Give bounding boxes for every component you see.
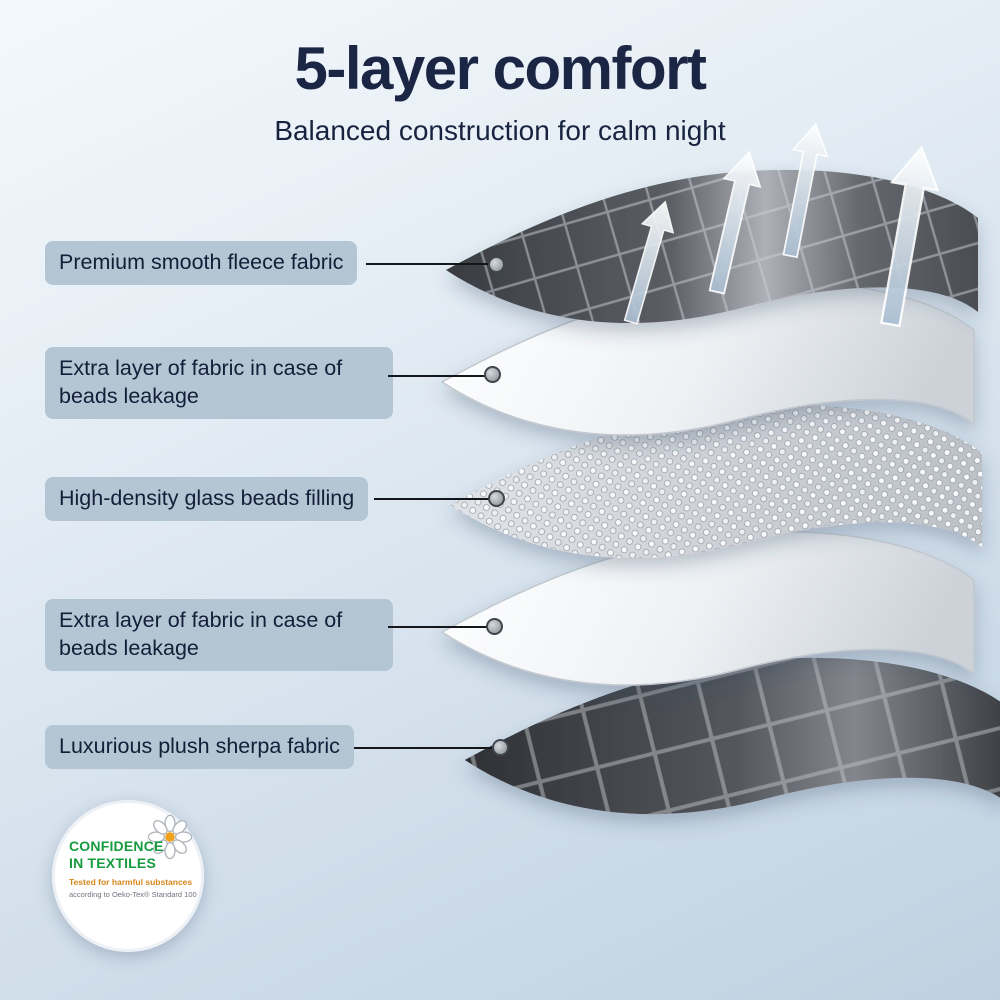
oeko-tex-badge: CONFIDENCE IN TEXTILES Tested for harmfu… bbox=[52, 800, 204, 952]
badge-in-textiles-line: IN TEXTILES bbox=[69, 854, 156, 871]
oeko-tex-flower-icon bbox=[147, 814, 193, 860]
connector-line-sherpa bbox=[354, 747, 500, 749]
layer-inner-fabric-lower-shape bbox=[441, 531, 975, 686]
connector-line-inner-fabric-upper bbox=[388, 375, 492, 377]
page-title: 5-layer comfort bbox=[294, 35, 707, 102]
badge-tested-line: Tested for harmful substances bbox=[69, 877, 193, 888]
page-subtitle: Balanced construction for calm night bbox=[274, 115, 726, 146]
layer-glass-beads-shape bbox=[450, 404, 982, 559]
callout-fleece: Premium smooth fleece fabric bbox=[45, 241, 358, 285]
callout-sherpa: Luxurious plush sherpa fabric bbox=[45, 725, 354, 769]
layer-anchor-dot-inner-fabric-lower bbox=[486, 618, 503, 635]
callout-label: Luxurious plush sherpa fabric bbox=[59, 734, 340, 758]
callout-label: Premium smooth fleece fabric bbox=[59, 250, 344, 274]
callout-glass-beads: High-density glass beads filling bbox=[45, 477, 369, 521]
connector-line-glass-beads bbox=[374, 498, 496, 500]
connector-line-fleece bbox=[366, 263, 496, 265]
layer-anchor-dot-fleece bbox=[488, 256, 505, 273]
connector-line-inner-fabric-lower bbox=[388, 626, 494, 628]
callout-inner-fabric-lower: Extra layer of fabric in case of beads l… bbox=[45, 599, 393, 671]
badge-confidence-line: CONFIDENCE bbox=[69, 838, 164, 854]
callout-inner-fabric-upper: Extra layer of fabric in case of beads l… bbox=[45, 347, 393, 419]
layer-sherpa-shape bbox=[464, 657, 1000, 815]
callout-label: Extra layer of fabric in case of beads l… bbox=[59, 608, 343, 660]
layer-anchor-dot-inner-fabric-upper bbox=[484, 366, 501, 383]
heading: 5-layer comfort Balanced construction fo… bbox=[0, 34, 1000, 147]
layer-anchor-dot-glass-beads bbox=[488, 490, 505, 507]
callout-label: Extra layer of fabric in case of beads l… bbox=[59, 356, 343, 408]
badge-standard-line: according to Oeko-Tex® Standard 100 bbox=[69, 890, 197, 900]
callout-label: High-density glass beads filling bbox=[59, 486, 355, 510]
badge-text-block: CONFIDENCE IN TEXTILES Tested for harmfu… bbox=[69, 838, 197, 899]
layer-anchor-dot-sherpa bbox=[492, 739, 509, 756]
